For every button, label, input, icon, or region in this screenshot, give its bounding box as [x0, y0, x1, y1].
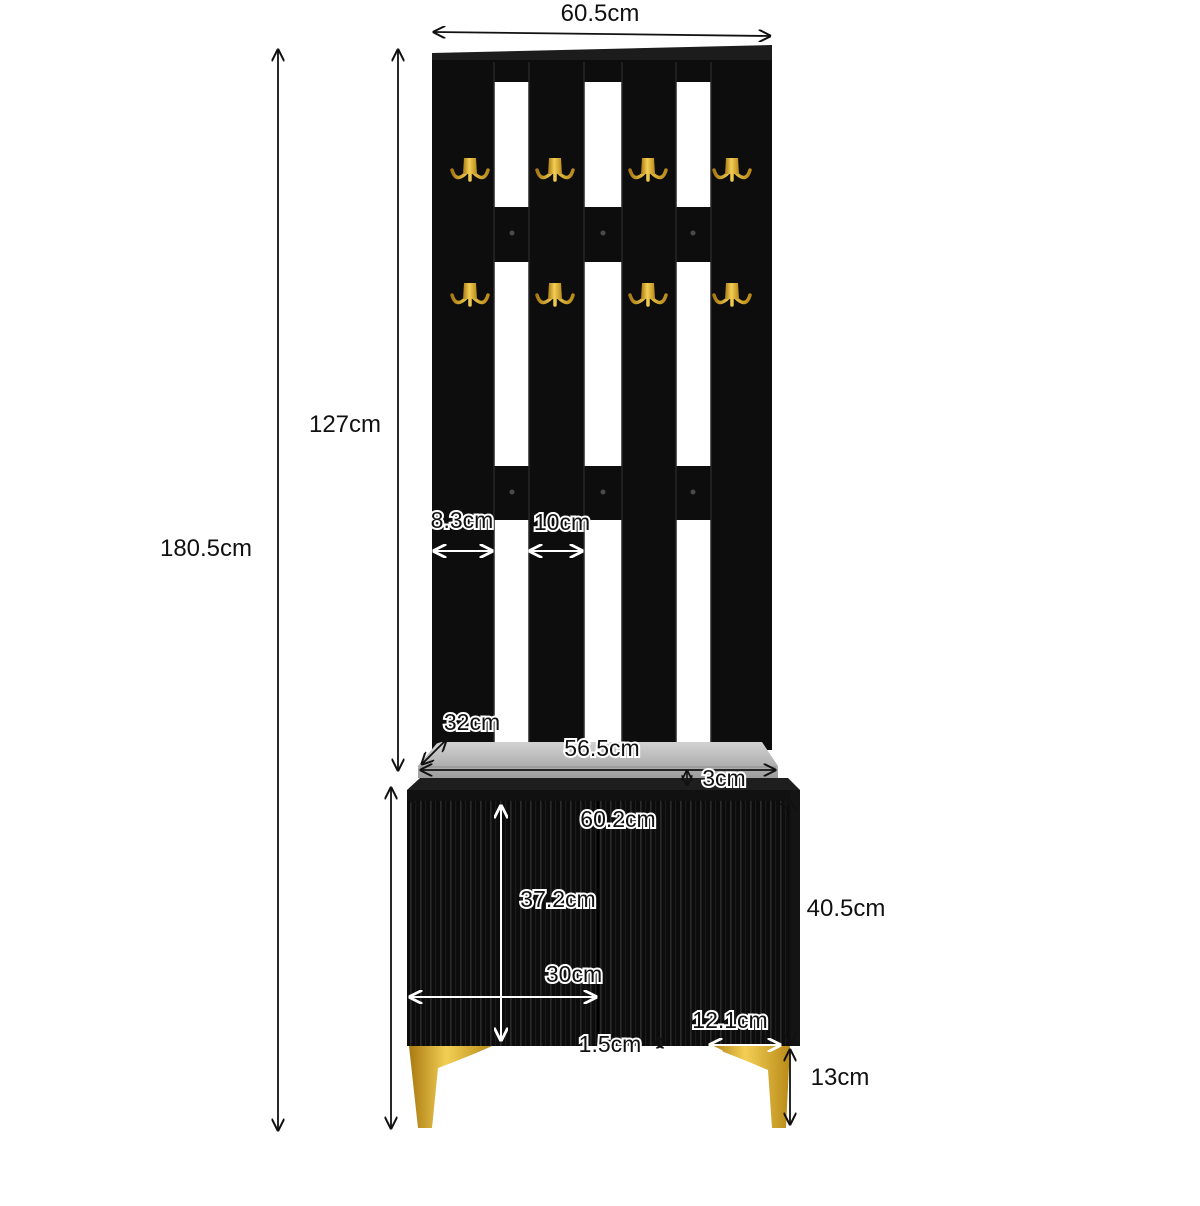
top-panel [432, 45, 772, 750]
coat-hook-icon [535, 283, 575, 307]
coat-hook-icon [450, 283, 490, 307]
coat-hook-icon [712, 158, 752, 182]
dim-depth [422, 740, 446, 764]
coat-hook-icon [450, 158, 490, 182]
label-cabinet-height: 40.5cm [807, 895, 886, 922]
dimension-lines [278, 32, 790, 1130]
cabinet-top [407, 778, 800, 790]
slat-gaps [494, 82, 711, 750]
slat-edges [493, 62, 712, 750]
dim-total-width [434, 32, 770, 36]
label-total-height: 180.5cm [160, 535, 252, 562]
label-leg-width: 12.1cm [692, 1007, 767, 1033]
label-cushion-width: 56.5cm [564, 735, 639, 761]
label-door-width: 30cm [546, 961, 602, 987]
gold-leg-icon [409, 1046, 790, 1128]
coat-hook-icon [628, 158, 668, 182]
label-cushion-thickness: 3cm [702, 765, 745, 791]
top-cap [432, 45, 772, 60]
label-side-gap: 8.3cm [431, 507, 494, 533]
coat-hook-icon [712, 283, 752, 307]
dimension-lines-white [410, 551, 780, 1045]
label-total-width: 60.5cm [561, 0, 640, 27]
coat-hook-icon [535, 158, 575, 182]
label-depth: 32cm [444, 709, 500, 735]
label-panel-height: 127cm [309, 411, 381, 438]
label-leg-offset: 1.5cm [579, 1031, 642, 1057]
label-inner-height: 37.2cm [520, 886, 595, 912]
label-slat-width: 10cm [534, 509, 590, 535]
cabinet-side [790, 790, 800, 1046]
cabinet-top-edge [407, 790, 800, 800]
coat-hooks [450, 158, 752, 307]
right-door [599, 800, 790, 1046]
label-cabinet-width: 60.2cm [580, 806, 655, 832]
screws [509, 230, 696, 495]
coat-hook-icon [628, 283, 668, 307]
label-leg-height: 13cm [811, 1064, 870, 1091]
dim-small-markers [654, 771, 687, 1043]
